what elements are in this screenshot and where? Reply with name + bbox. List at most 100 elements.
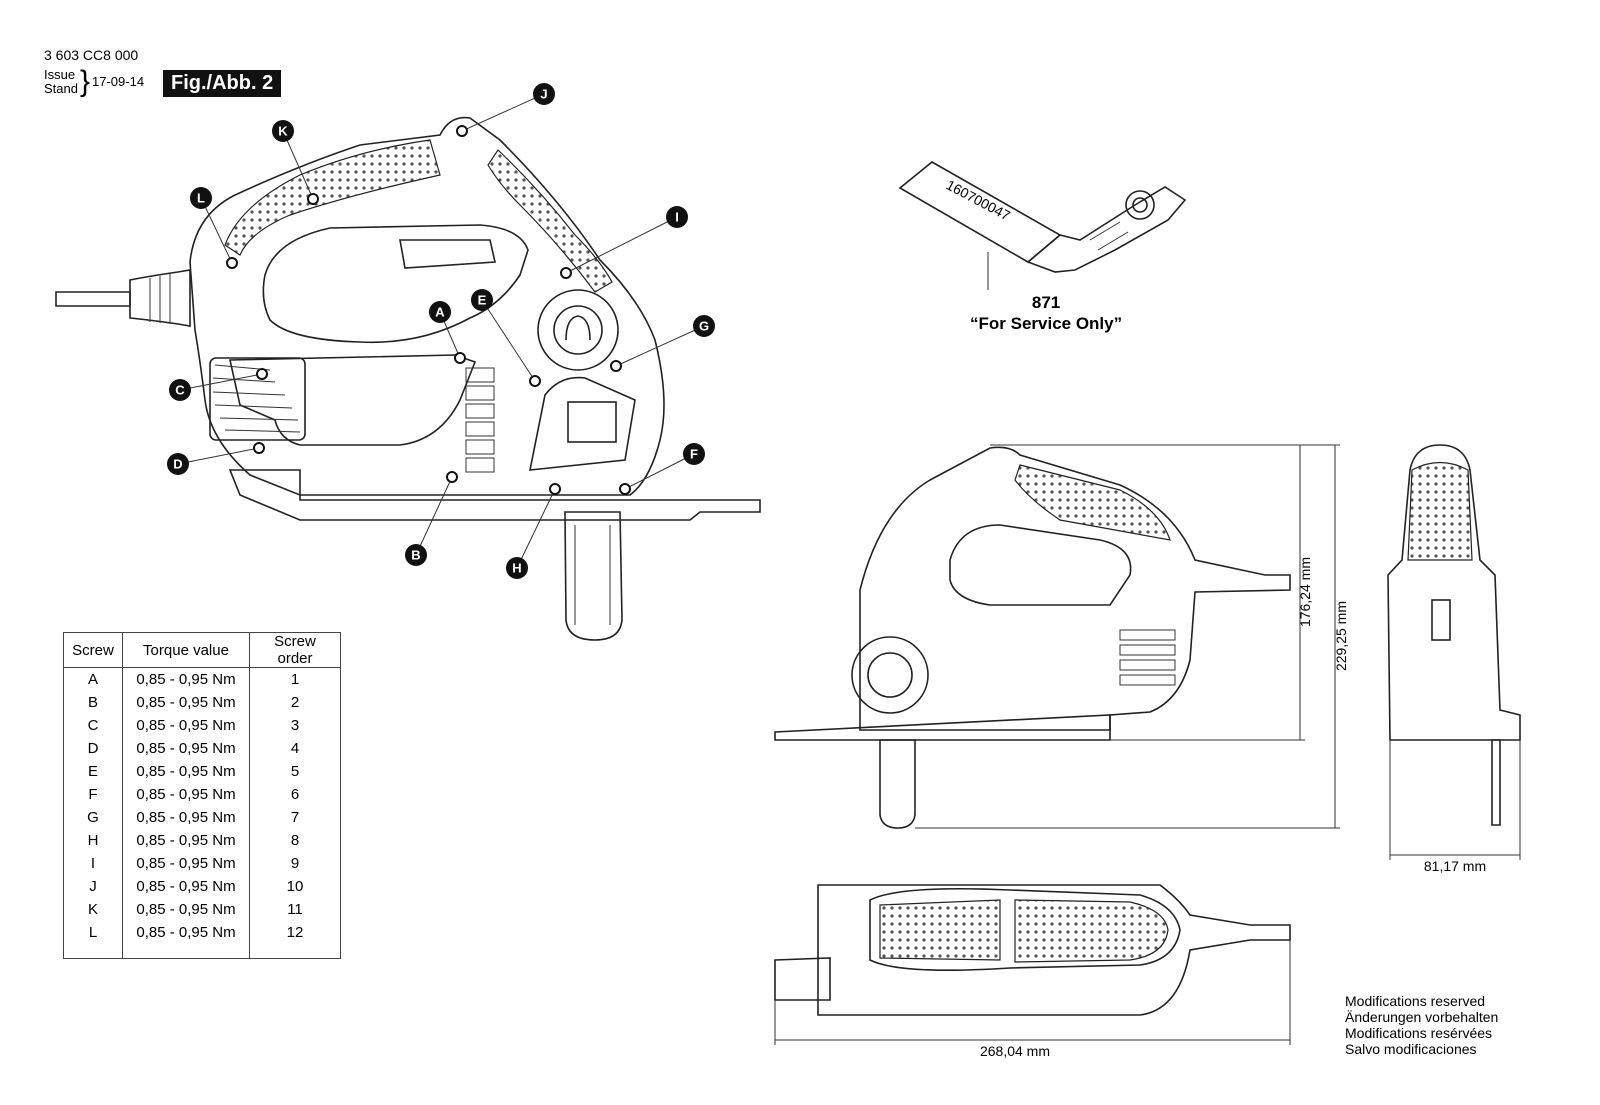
callout-G: G (693, 315, 715, 337)
cell-torque: 0,85 - 0,95 Nm (122, 806, 250, 829)
cell-torque: 0,85 - 0,95 Nm (122, 852, 250, 875)
svg-text:160700047: 160700047 (944, 177, 1014, 224)
cell-torque: 0,85 - 0,95 Nm (122, 898, 250, 921)
svg-text:K: K (278, 124, 288, 139)
callout-J: J (533, 83, 555, 105)
cell-torque: 0,85 - 0,95 Nm (122, 714, 250, 737)
issue-labels: Issue Stand (44, 68, 78, 96)
mod-line-de: Änderungen vorbehalten (1345, 1009, 1499, 1025)
cell-torque: 0,85 - 0,95 Nm (122, 691, 250, 714)
stand-label: Stand (44, 81, 78, 96)
svg-text:E: E (478, 293, 487, 308)
cell-order: 10 (249, 875, 341, 898)
dim-height-blade: 176,24 mm (1297, 557, 1313, 627)
cell-order: 9 (249, 852, 341, 875)
cell-screw: I (63, 852, 123, 875)
cell-torque: 0,85 - 0,95 Nm (122, 783, 250, 806)
brace: } (79, 65, 91, 98)
cell-screw: A (63, 667, 123, 691)
cell-torque: 0,85 - 0,95 Nm (122, 875, 250, 898)
svg-text:J: J (540, 87, 547, 102)
mod-line-en: Modifications reserved (1345, 993, 1486, 1009)
figure-title: Fig./Abb. 2 (163, 70, 282, 97)
cell-order: 6 (249, 783, 341, 806)
svg-text:G: G (699, 319, 709, 334)
table-header-row: Screw Torque value Screw order (63, 632, 341, 668)
cell-screw: H (63, 829, 123, 852)
dim-length: 268,04 mm (980, 1043, 1050, 1059)
saw-top-view: 268,04 mm (774, 884, 1291, 1059)
callout-L: L (190, 187, 212, 209)
callout-E: E (471, 289, 493, 311)
cell-torque: 0,85 - 0,95 Nm (122, 829, 250, 852)
callout-leaders (177, 93, 705, 569)
svg-text:A: A (435, 305, 445, 320)
cell-screw: B (63, 691, 123, 714)
cell-order: 8 (249, 829, 341, 852)
callout-F: F (683, 443, 705, 465)
svg-text:I: I (675, 210, 679, 225)
issue-block: Issue Stand }17-09-14 (44, 65, 144, 98)
mod-line-es: Salvo modificaciones (1345, 1041, 1477, 1057)
dim-height-total: 229,25 mm (1333, 601, 1349, 671)
svg-text:L: L (197, 191, 205, 206)
cell-order: 12 (249, 921, 341, 959)
svg-text:C: C (175, 383, 185, 398)
saw-side-view (55, 116, 761, 641)
cell-screw: C (63, 714, 123, 737)
cell-torque: 0,85 - 0,95 Nm (122, 737, 250, 760)
saw-dimension-side-view: 176,24 mm 229,25 mm (774, 444, 1349, 829)
cell-order: 2 (249, 691, 341, 714)
callout-A: A (429, 301, 451, 323)
part-reference: 871 “For Service Only” (970, 292, 1122, 334)
cell-order: 3 (249, 714, 341, 737)
dim-width: 81,17 mm (1424, 858, 1486, 874)
service-note: “For Service Only” (970, 314, 1123, 333)
cell-screw: F (63, 783, 123, 806)
part-number: 3 603 CC8 000 (44, 47, 139, 63)
issue-label: Issue (44, 67, 76, 82)
callout-D: D (167, 453, 189, 475)
cell-screw: D (63, 737, 123, 760)
cell-screw: J (63, 875, 123, 898)
svg-text:B: B (411, 548, 420, 563)
mod-line-fr: Modifications resérvées (1345, 1025, 1493, 1041)
saw-front-view: 81,17 mm (1387, 444, 1521, 874)
cell-screw: L (63, 921, 123, 959)
modifications-note: Modifications reserved Änderungen vorbeh… (1345, 993, 1498, 1057)
callout-K: K (272, 120, 294, 142)
cell-screw: K (63, 898, 123, 921)
header-screw: Screw (63, 632, 123, 668)
callout-I: I (666, 206, 688, 228)
cell-order: 1 (249, 667, 341, 691)
cell-torque: 0,85 - 0,95 Nm (122, 760, 250, 783)
header-order: Screw order (249, 632, 341, 668)
callout-C: C (169, 379, 191, 401)
svg-text:D: D (173, 457, 182, 472)
cell-order: 11 (249, 898, 341, 921)
service-tool-871: 160700047 (898, 161, 1187, 290)
header-torque: Torque value (122, 632, 250, 668)
cell-torque: 0,85 - 0,95 Nm (122, 921, 250, 959)
cell-screw: G (63, 806, 123, 829)
svg-text:F: F (690, 447, 698, 462)
callout-H: H (506, 557, 528, 579)
cell-screw: E (63, 760, 123, 783)
part-number-871: 871 (1031, 293, 1061, 312)
svg-text:H: H (512, 561, 521, 576)
callout-B: B (405, 544, 427, 566)
